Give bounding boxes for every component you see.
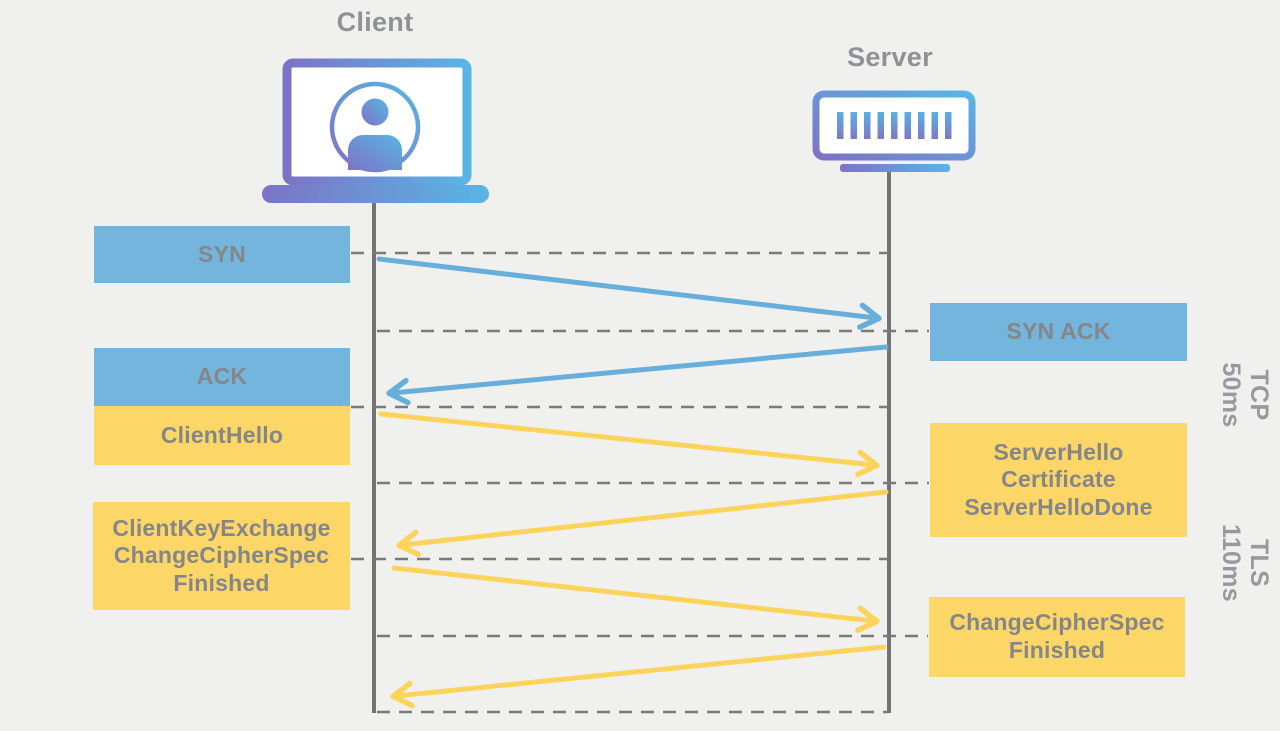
server-base	[840, 164, 950, 172]
laptop-user-icon	[262, 58, 489, 203]
message-box-syn-ack: SYN ACK	[930, 303, 1187, 361]
server-rack-icon	[812, 90, 976, 172]
message-box-change-cipher-spec-finished: ChangeCipherSpec Finished	[929, 597, 1185, 677]
user-body	[348, 135, 402, 170]
event-dashed-lines	[351, 251, 929, 714]
phase-label-tcp: TCP 50ms	[1217, 362, 1274, 428]
user-head	[361, 98, 389, 126]
message-box-client-key-exchange: ClientKeyExchange ChangeCipherSpec Finis…	[93, 502, 350, 610]
syn-arrow	[376, 256, 882, 330]
tls-arrows	[378, 411, 889, 709]
client-hello-arrow	[378, 411, 880, 478]
server-hello-arrow	[396, 489, 889, 558]
syn-ack-arrow	[386, 344, 889, 406]
server-slots	[837, 112, 952, 139]
message-box-ack: ACK	[94, 348, 350, 406]
phase-label-tls: TLS 110ms	[1217, 524, 1274, 602]
message-box-client-hello: ClientHello	[94, 406, 350, 465]
client-title: Client	[336, 7, 414, 37]
tcp-arrows	[376, 256, 889, 406]
server-title: Server	[847, 42, 933, 72]
message-box-server-hello: ServerHello Certificate ServerHelloDone	[930, 423, 1187, 537]
client-keyx-arrow	[391, 565, 880, 634]
laptop-base	[262, 185, 489, 203]
ccs-finished-arrow	[390, 644, 887, 709]
message-box-syn: SYN	[94, 226, 350, 283]
